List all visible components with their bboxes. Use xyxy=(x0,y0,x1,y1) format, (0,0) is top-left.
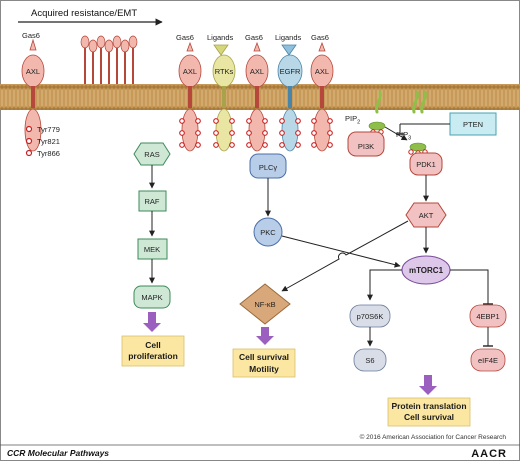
s6-node xyxy=(353,348,387,372)
eif4e-node xyxy=(470,348,506,372)
axl-label: AXL xyxy=(26,67,40,76)
ligand-icon xyxy=(281,44,297,56)
gas6-ligand-icon xyxy=(318,41,326,52)
proliferation-outcome-arrow xyxy=(143,312,161,332)
survival-outcome-line1: Cell survival xyxy=(239,352,289,362)
phosphosite-label: Tyr779 xyxy=(37,125,60,134)
mtorc1-to-4ebp1-inhibition xyxy=(450,269,489,304)
ras-label: RAS xyxy=(144,150,159,159)
s6-label: S6 xyxy=(365,356,374,365)
phospho-site-icon xyxy=(25,125,33,133)
egfr-receptor: EGFR xyxy=(277,44,303,152)
akt-label: AKT xyxy=(419,211,434,220)
survival-outcome-box xyxy=(232,348,296,378)
pip3-label: PIP3 xyxy=(396,130,411,142)
mapk-node xyxy=(133,285,171,309)
plcg-node xyxy=(249,153,287,179)
phosphosite-label: Tyr821 xyxy=(37,137,60,146)
axl-receptor-left: Gas6 AXL Tyr779 Tyr821 Tyr866 xyxy=(21,31,60,158)
pkc-to-mtorc1-arrow xyxy=(281,235,401,268)
ligand-icon xyxy=(213,44,229,56)
pkc-node xyxy=(253,217,283,247)
akt-node xyxy=(405,202,447,228)
mek-label: MEK xyxy=(144,245,160,254)
axl-label: AXL xyxy=(315,67,329,76)
pip-lipids xyxy=(375,90,427,114)
gas6-ligand-icon xyxy=(186,41,194,52)
egfr-label: EGFR xyxy=(280,67,301,76)
axl-receptor: AXL xyxy=(178,41,202,152)
mtorc1-label: mTORC1 xyxy=(409,266,444,275)
axl-overexpression-cluster xyxy=(80,35,138,84)
ligands-label: Ligands xyxy=(207,33,234,42)
nfkb-label: NF-κB xyxy=(254,300,275,309)
phospho-site-icon xyxy=(25,149,33,157)
rtk-receptor: RTKs xyxy=(212,44,236,152)
phospho-site-icon xyxy=(25,137,33,145)
axl-receptor: AXL xyxy=(245,41,269,152)
gas6-label: Gas6 xyxy=(22,31,40,40)
proliferation-outcome-line2: proliferation xyxy=(128,351,178,361)
plcg-label: PLCγ xyxy=(259,163,278,172)
phosphosite-label: Tyr866 xyxy=(37,149,60,158)
pip2-headgroup xyxy=(368,121,386,131)
gas6-ligand-icon xyxy=(29,38,37,51)
survival-outcome-line2: Motility xyxy=(249,364,279,374)
gas6-label: Gas6 xyxy=(245,33,263,42)
translation-outcome-arrow xyxy=(419,375,437,395)
gas6-label: Gas6 xyxy=(311,33,329,42)
ligands-label: Ligands xyxy=(275,33,302,42)
mapk-label: MAPK xyxy=(141,293,162,302)
pi3k-node xyxy=(347,131,385,157)
copyright-text: © 2016 American Association for Cancer R… xyxy=(360,433,507,441)
cell-membrane xyxy=(0,84,520,110)
akt-to-nfkb-arrow xyxy=(281,220,409,292)
mtorc1-to-p70s6k-arrow xyxy=(367,269,402,301)
eif4e-label: eIF4E xyxy=(478,356,498,365)
header-title: Acquired resistance/EMT xyxy=(31,8,137,19)
phospho-site-icon xyxy=(408,149,414,155)
proliferation-outcome-box xyxy=(121,335,185,367)
ras-node xyxy=(133,142,171,166)
pip2-label: PIP2 xyxy=(345,114,360,126)
survival-outcome-arrow xyxy=(256,327,274,345)
pdk1-label: PDK1 xyxy=(416,160,436,169)
pi3k-label: PI3K xyxy=(358,142,374,151)
rtks-label: RTKs xyxy=(215,67,234,76)
proliferation-outcome-line1: Cell xyxy=(145,340,161,350)
4ebp1-label: 4EBP1 xyxy=(476,312,499,321)
nfkb-node xyxy=(239,283,291,325)
translation-outcome-line1: Protein translation xyxy=(391,401,466,411)
gas6-ligand-icon xyxy=(253,41,261,52)
translation-outcome-line2: Cell survival xyxy=(404,412,454,422)
raf-label: RAF xyxy=(145,197,160,206)
pkc-label: PKC xyxy=(260,228,276,237)
aacr-logo: AACR xyxy=(471,448,507,460)
axl-receptor: AXL xyxy=(310,41,334,152)
pten-label: PTEN xyxy=(463,120,483,129)
axl-label: AXL xyxy=(250,67,264,76)
axl-label: AXL xyxy=(183,67,197,76)
translation-outcome-box xyxy=(387,397,471,427)
p70s6k-label: p70S6K xyxy=(357,312,384,321)
gas6-label: Gas6 xyxy=(176,33,194,42)
journal-name: CCR Molecular Pathways xyxy=(7,448,109,458)
